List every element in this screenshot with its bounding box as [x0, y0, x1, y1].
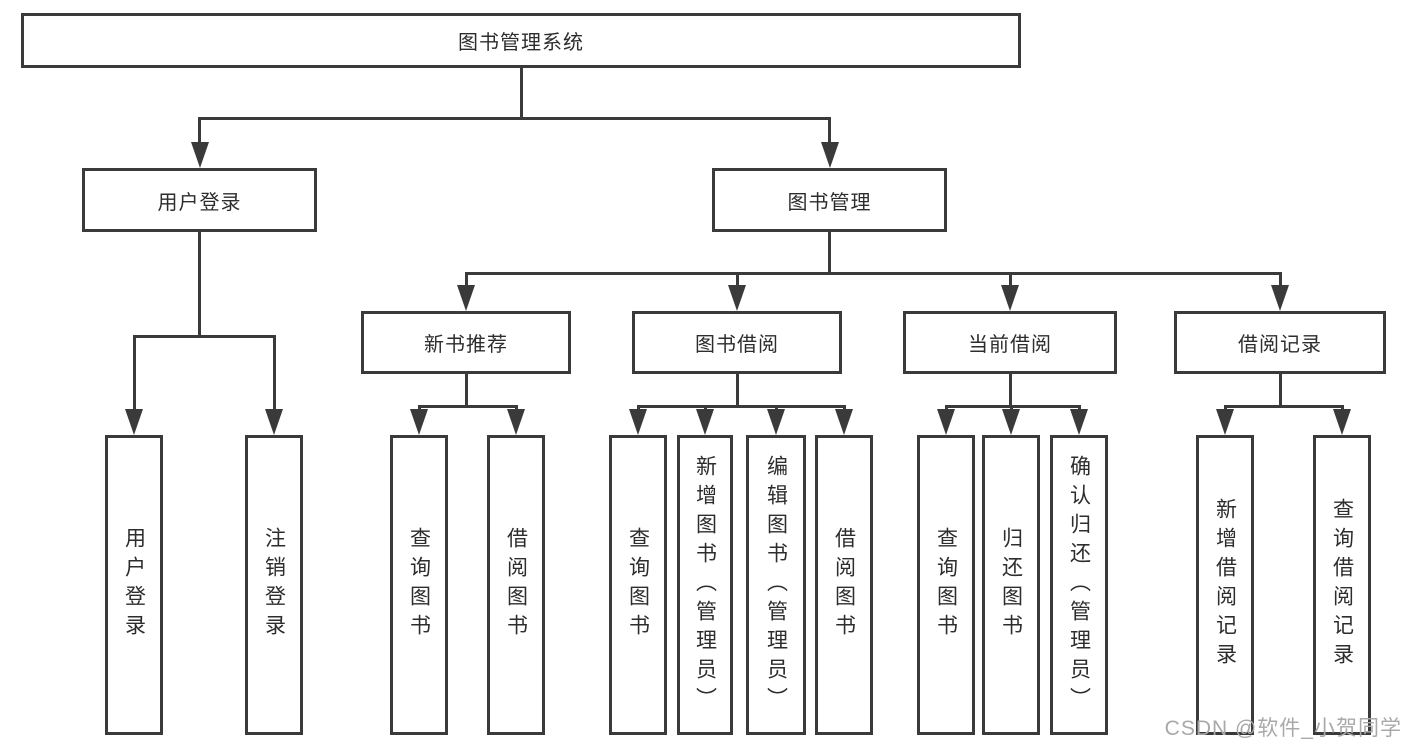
arrow-down-icon: [937, 409, 955, 435]
connector-drop-root-mgmt: [828, 117, 831, 148]
arrow-down-icon: [507, 409, 525, 435]
node-borrow-edit: 编辑图书（管理员）: [746, 435, 806, 735]
connector-rail-current: [944, 405, 1081, 408]
node-label-login: 用户登录: [157, 191, 242, 214]
node-root: 图书管理系统: [21, 13, 1021, 68]
node-record: 借阅记录: [1174, 311, 1386, 374]
arrow-down-icon: [1271, 285, 1289, 311]
arrow-down-icon: [190, 142, 209, 168]
node-label-cur-confirm: 确认归还（管理员）: [1067, 454, 1091, 716]
node-label-record-query: 查询借阅记录: [1330, 498, 1354, 672]
connector-rail-root: [198, 117, 831, 120]
arrow-down-icon: [1070, 409, 1088, 435]
arrow-down-icon: [629, 409, 647, 435]
node-label-borrow-edit: 编辑图书（管理员）: [764, 454, 788, 716]
node-borrow-query: 查询图书: [609, 435, 667, 735]
node-login-out: 注销登录: [245, 435, 303, 735]
connector-stub-borrow: [735, 374, 739, 408]
connector-rail-borrow: [636, 405, 846, 408]
node-login-user: 用户登录: [105, 435, 163, 735]
connector-drop-mgmt-record: [1278, 272, 1282, 291]
node-label-record-add: 新增借阅记录: [1213, 498, 1237, 672]
node-label-cur-query: 查询图书: [934, 527, 958, 643]
connector-drop-mgmt-current: [1008, 272, 1012, 291]
node-label-rec-borrow: 借阅图书: [504, 527, 528, 643]
connector-drop-login-login-user: [132, 335, 136, 415]
connector-rail-login: [132, 335, 276, 338]
node-mgmt: 图书管理: [712, 168, 947, 232]
arrow-down-icon: [1333, 409, 1351, 435]
node-label-record: 借阅记录: [1238, 334, 1322, 356]
arrow-down-icon: [820, 142, 839, 168]
connector-stub-login: [198, 232, 201, 338]
node-label-cur-return: 归还图书: [999, 527, 1023, 643]
node-label-rec-query: 查询图书: [407, 527, 431, 643]
node-borrow: 图书借阅: [632, 311, 842, 374]
node-label-rec: 新书推荐: [424, 334, 508, 356]
arrow-down-icon: [767, 409, 785, 435]
node-label-login-out: 注销登录: [262, 527, 286, 643]
node-borrow-borrow: 借阅图书: [815, 435, 873, 735]
connector-rail-mgmt: [464, 272, 1282, 275]
arrow-down-icon: [1216, 409, 1234, 435]
connector-drop-login-login-out: [272, 335, 276, 415]
arrow-down-icon: [125, 409, 143, 435]
connector-rail-rec: [417, 405, 518, 408]
arrow-down-icon: [696, 409, 714, 435]
node-borrow-add: 新增图书（管理员）: [677, 435, 733, 735]
connector-stub-record: [1278, 374, 1282, 408]
arrow-down-icon: [1002, 409, 1020, 435]
connector-drop-mgmt-borrow: [735, 272, 739, 291]
node-record-query: 查询借阅记录: [1313, 435, 1371, 735]
node-label-login-user: 用户登录: [122, 527, 146, 643]
node-label-root: 图书管理系统: [458, 32, 584, 54]
arrow-down-icon: [1001, 285, 1019, 311]
node-login: 用户登录: [82, 168, 317, 232]
node-label-borrow: 图书借阅: [695, 334, 779, 356]
node-rec-borrow: 借阅图书: [487, 435, 545, 735]
connector-drop-root-login: [198, 117, 201, 148]
watermark: CSDN @软件_小贺同学: [1164, 717, 1402, 740]
connector-rail-record: [1223, 405, 1344, 408]
arrow-down-icon: [265, 409, 283, 435]
connector-stub-current: [1008, 374, 1012, 408]
connector-stub-root: [519, 68, 523, 120]
node-label-borrow-borrow: 借阅图书: [832, 527, 856, 643]
node-label-borrow-query: 查询图书: [626, 527, 650, 643]
node-current: 当前借阅: [903, 311, 1117, 374]
node-record-add: 新增借阅记录: [1196, 435, 1254, 735]
arrow-down-icon: [728, 285, 746, 311]
node-cur-query: 查询图书: [917, 435, 975, 735]
connector-stub-mgmt: [828, 232, 831, 275]
node-label-current: 当前借阅: [968, 334, 1052, 356]
connector-drop-mgmt-rec: [464, 272, 468, 291]
node-cur-confirm: 确认归还（管理员）: [1050, 435, 1108, 735]
node-rec: 新书推荐: [361, 311, 571, 374]
node-label-mgmt: 图书管理: [787, 191, 872, 214]
arrow-down-icon: [457, 285, 475, 311]
node-label-borrow-add: 新增图书（管理员）: [693, 454, 717, 716]
node-rec-query: 查询图书: [390, 435, 448, 735]
arrow-down-icon: [835, 409, 853, 435]
arrow-down-icon: [410, 409, 428, 435]
connector-stub-rec: [464, 374, 468, 408]
node-cur-return: 归还图书: [982, 435, 1040, 735]
